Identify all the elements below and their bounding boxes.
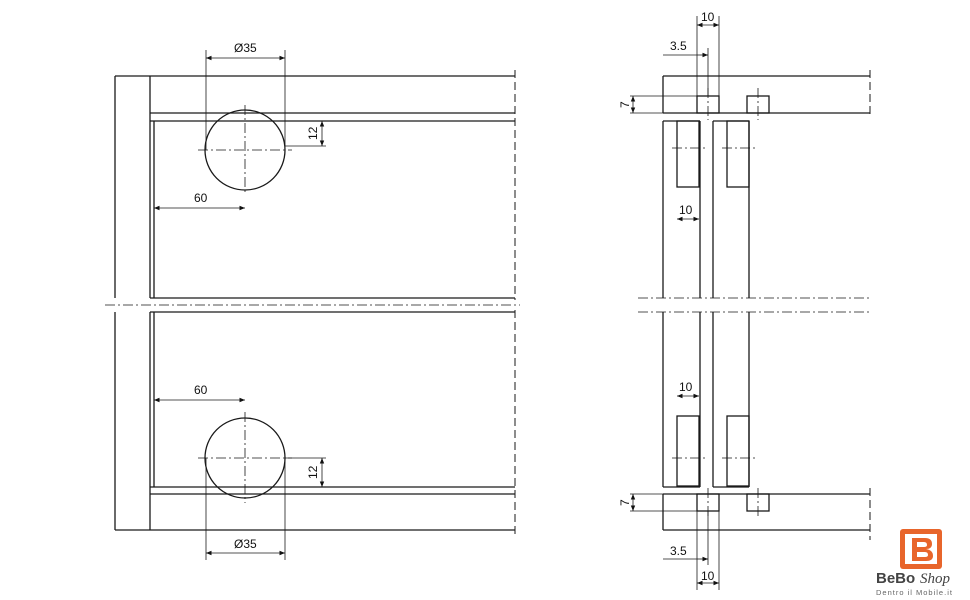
bottom-rail [662,488,871,540]
bottom-edge-offset-dimension: 60 [154,383,245,403]
side-view: 10 3.5 7 10 10 [618,10,872,590]
top-inner-dimension: 10 [677,203,699,222]
bebo-logo-icon [900,529,942,569]
top-edge-offset-label: 60 [194,191,208,205]
bottom-width-dimension: 10 [696,511,720,590]
top-width-label: 10 [701,10,715,24]
bottom-offset-dimension: 12 [285,457,326,488]
top-height-label: 7 [618,101,632,108]
top-edge-offset-dimension: 60 [154,191,245,211]
bottom-diameter-label: Ø35 [234,537,257,551]
bottom-hinge-hole [198,412,292,503]
bottom-offset-3-5-label: 3.5 [670,544,687,558]
bottom-inner-label: 10 [679,380,693,394]
bottom-door [150,310,516,535]
left-door-edge [662,120,705,488]
top-inner-label: 10 [679,203,693,217]
bottom-height-label: 7 [618,499,632,506]
logo-brand-b: Shop [920,571,951,587]
bottom-height-dimension: 7 [618,493,697,512]
front-view: Ø35 60 12 60 12 [105,41,520,560]
bebo-shop-logo: BeBo Shop Dentro il Mobile.it [876,529,953,597]
side-panel [114,75,155,531]
bottom-inner-dimension: 10 [677,380,699,399]
top-height-dimension: 7 [618,95,697,114]
top-offset-3-5-dimension: 3.5 [663,39,709,96]
top-rail [662,70,871,120]
logo-brand-a: BeBo [876,570,915,587]
bottom-edge-offset-label: 60 [194,383,208,397]
bottom-offset-label: 12 [306,465,320,479]
bottom-offset-3-5-dimension: 3.5 [663,511,709,565]
top-diameter-dimension: Ø35 [205,41,286,150]
top-offset-label: 12 [306,126,320,140]
top-hinge-hole [198,105,292,195]
logo-tagline: Dentro il Mobile.it [876,588,953,597]
top-diameter-label: Ø35 [234,41,257,55]
top-door [150,70,516,300]
bottom-diameter-dimension: Ø35 [205,458,286,560]
top-offset-3-5-label: 3.5 [670,39,687,53]
top-offset-dimension: 12 [285,120,326,147]
right-door-edge [712,120,755,488]
bottom-width-label: 10 [701,569,715,583]
top-width-dimension: 10 [696,10,720,96]
